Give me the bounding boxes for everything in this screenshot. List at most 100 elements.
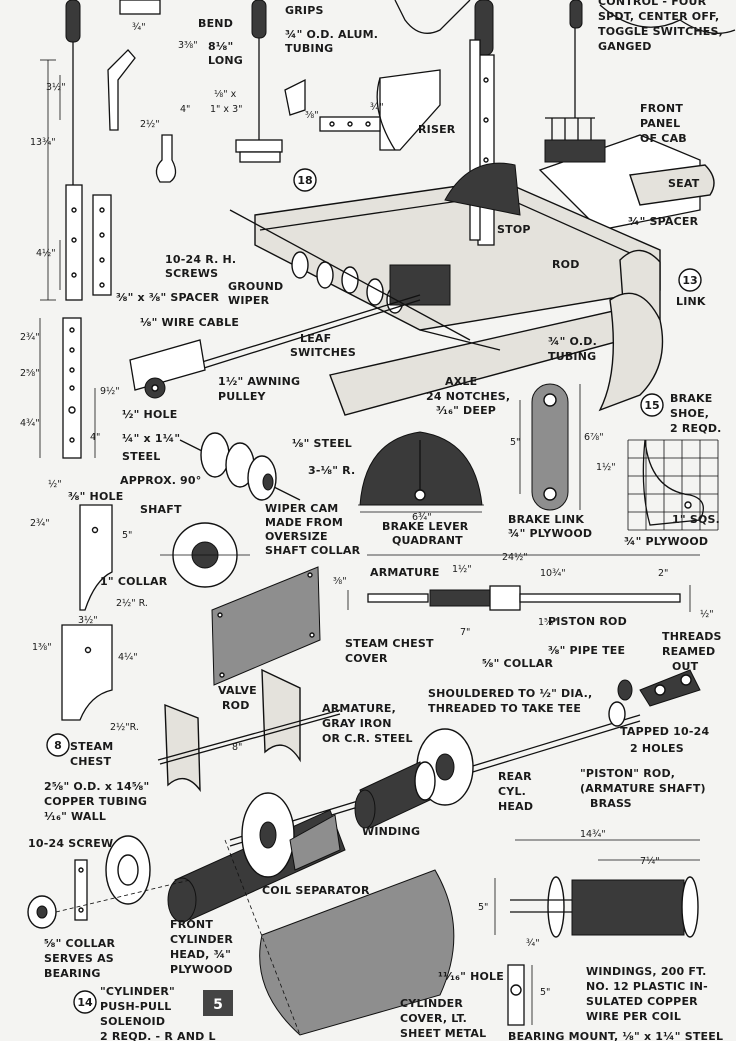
- armature-cylinder: [354, 761, 436, 829]
- label-rod: ROD: [552, 258, 580, 271]
- label-front-cyl-1: FRONT: [170, 918, 213, 931]
- dim-3q: ¾": [132, 22, 146, 33]
- label-copper-1: 2⅝" O.D. x 14⅝": [44, 780, 149, 793]
- label-bend: BEND: [198, 17, 233, 30]
- coil-winding: [167, 792, 346, 923]
- label-brake-link-1: BRAKE LINK: [508, 513, 584, 526]
- label-armature-gray-3: OR C.R. STEEL: [322, 732, 413, 745]
- brake-link: [519, 383, 581, 511]
- dim-1334: 13¾": [30, 137, 56, 148]
- bearing-mount: [507, 964, 533, 1026]
- label-hole-bearing: ¹¹⁄₁₆" HOLE: [438, 970, 504, 983]
- label-windings-3: SULATED COPPER: [586, 995, 698, 1008]
- dim-12: ½": [48, 479, 62, 490]
- label-threads-1: THREADS: [662, 630, 722, 643]
- dim-312: 3½": [46, 82, 66, 93]
- label-steam-chest-cover-2: COVER: [345, 652, 388, 665]
- dim-2412: 24½": [502, 552, 528, 563]
- dim-2: 2": [658, 568, 668, 579]
- label-piston-brass-1: "PISTON" ROD,: [580, 767, 675, 780]
- label-front-cyl-3: HEAD, ¾": [170, 948, 231, 961]
- dim-34b: ¾": [370, 102, 384, 113]
- label-brake-lever-1: BRAKE LEVER: [382, 520, 469, 533]
- label-piston-rod: PISTON ROD: [548, 615, 627, 628]
- label-leaf-1: LEAF: [300, 332, 331, 345]
- dim-34c: ¾": [526, 938, 540, 949]
- label-steel: STEEL: [122, 450, 160, 463]
- callout-18-text: 18: [297, 174, 312, 187]
- steam-chest-cover: [211, 566, 321, 686]
- label-rear-cyl-1: REAR: [498, 770, 532, 783]
- label-collar-bearing-1: ⅝" COLLAR: [44, 937, 116, 950]
- front-cylinder-head: [27, 835, 191, 929]
- label-grips: GRIPS: [285, 4, 324, 17]
- dim-212: 2½": [140, 119, 160, 130]
- label-front-cyl-2: CYLINDER: [170, 933, 233, 946]
- label-screws-1: 10-24 R. H.: [165, 253, 236, 266]
- label-armature-top: ARMATURE: [370, 566, 440, 579]
- label-brake-link-2: ¾" PLYWOOD: [508, 527, 592, 540]
- dim-4: 4": [180, 104, 190, 115]
- label-piston-brass-3: BRASS: [590, 797, 632, 810]
- label-od-tubing-1: ¾" O.D.: [548, 335, 597, 348]
- label-bearing-mount: BEARING MOUNT, ⅛" x 1¼" STEEL: [508, 1030, 723, 1041]
- dim-2a: 2¾": [30, 518, 50, 529]
- label-winding: WINDING: [362, 825, 420, 838]
- riser-panel: [379, 69, 441, 151]
- shaft-collar-cam: [160, 522, 250, 588]
- dim-4b: 4": [90, 432, 100, 443]
- dim-212r2: 2½"R.: [110, 722, 139, 733]
- label-coil-sep: COIL SEPARATOR: [262, 884, 370, 897]
- label-shouldered-1: SHOULDERED TO ½" DIA.,: [428, 687, 592, 700]
- callout-badges: 18 13 15 8 14 5: [46, 168, 702, 1016]
- bend-bar: [119, 0, 161, 15]
- label-cyl-cover-2: COVER, LT.: [400, 1012, 467, 1025]
- label-wiper-cam-4: SHAFT COLLAR: [265, 544, 361, 557]
- page-number-badge: [203, 990, 233, 1016]
- label-shaft: SHAFT: [140, 503, 182, 516]
- label-wiper-cam-2: MADE FROM: [265, 516, 343, 529]
- label-steel-bar: ¼" x 1¼": [122, 432, 180, 445]
- label-front-panel-3: OF CAB: [640, 132, 687, 145]
- dim-18x1: ⅛" x: [214, 89, 237, 100]
- brake-shoe-grid: [627, 439, 719, 531]
- label-windings-4: WIRE PER COIL: [586, 1010, 681, 1023]
- dim-1434: 14¾": [580, 829, 606, 840]
- label-wire-cable: ⅛" WIRE CABLE: [140, 316, 239, 329]
- label-piston-brass-2: (ARMATURE SHAFT): [580, 782, 706, 795]
- label-spacer-mid: ⅜" x ⅜" SPACER: [116, 291, 219, 304]
- label-ground-1: GROUND: [228, 280, 283, 293]
- label-valve-rod-2: ROD: [222, 699, 250, 712]
- piston-rod-assembly: [347, 554, 700, 612]
- label-sqs: 1" SQS.: [672, 513, 720, 526]
- label-awning-1: 1½" AWNING: [218, 375, 300, 388]
- label-solenoid-3: SOLENOID: [100, 1015, 165, 1028]
- dim-212r: 2½" R.: [116, 598, 148, 609]
- label-collar-1in: 1" COLLAR: [100, 575, 168, 588]
- label-copper-2: COPPER TUBING: [44, 795, 147, 808]
- label-long-2: LONG: [208, 54, 243, 67]
- dim-12b: ½": [700, 609, 714, 620]
- label-stop: STOP: [497, 223, 531, 236]
- dim-258: 2⅝": [20, 368, 40, 379]
- label-long-1: 8⅛": [208, 40, 233, 53]
- dim-112b: 1½": [452, 564, 472, 575]
- dim-678: 6⅞": [584, 432, 604, 443]
- small-angle-bracket: [284, 78, 306, 116]
- label-threads-3: OUT: [672, 660, 699, 673]
- awning-pulley: [129, 339, 206, 399]
- callout-8: [46, 733, 70, 757]
- dim-412: 4½": [36, 248, 56, 259]
- label-rear-cyl-3: HEAD: [498, 800, 533, 813]
- callout-15: [640, 393, 664, 417]
- label-solenoid-4: 2 REQD. - R AND L: [100, 1030, 216, 1041]
- label-brake-shoe-1: BRAKE: [670, 392, 712, 405]
- dimension-labels: ¾" 3⅜" 3½" 13¾" 4" 2½" ⅛" x 1" x 3" ⅜" ¾…: [20, 22, 714, 998]
- label-rear-cyl-2: CYL.: [498, 785, 526, 798]
- label-armature-gray-1: ARMATURE,: [322, 702, 396, 715]
- label-solenoid-2: PUSH-PULL: [100, 1000, 172, 1013]
- label-tapped-2: 2 HOLES: [630, 742, 684, 755]
- label-control-1: CONTROL - FOUR: [598, 0, 707, 8]
